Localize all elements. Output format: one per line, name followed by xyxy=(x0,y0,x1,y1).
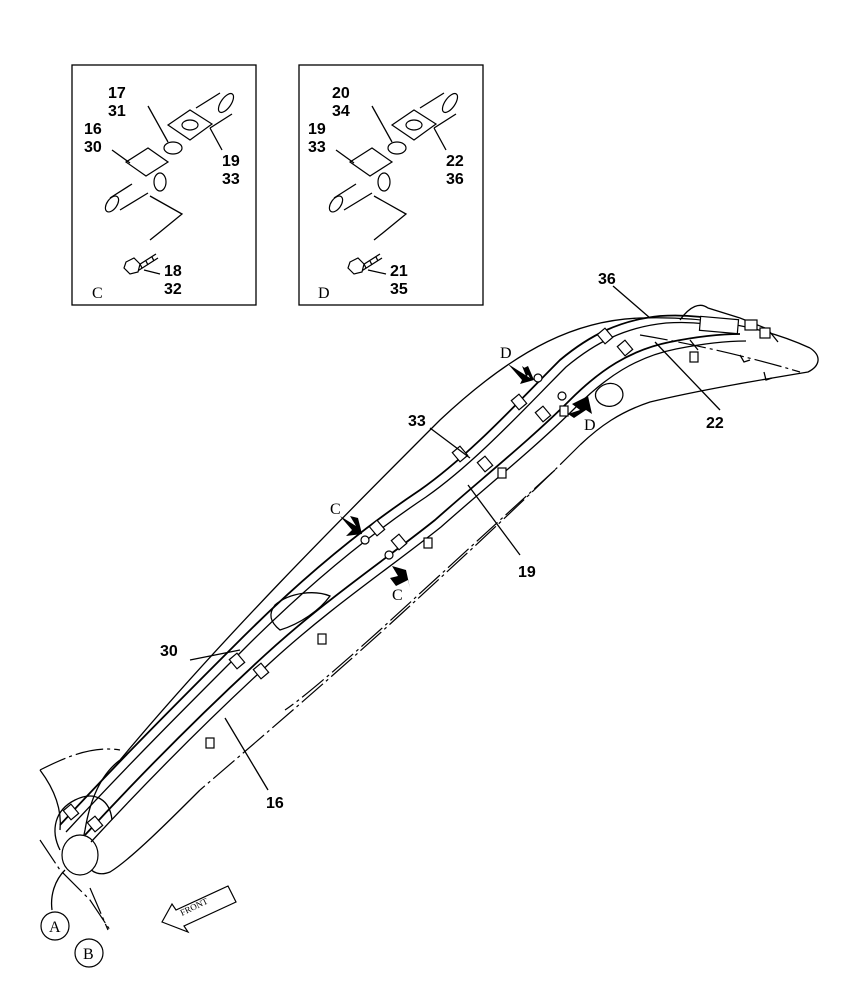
pipe-clamps xyxy=(62,327,699,833)
detail-c-panel: 17 31 16 30 19 33 18 32 C xyxy=(71,64,257,306)
joint-c-lower xyxy=(384,550,394,560)
o-ring xyxy=(387,141,407,155)
boom-boss-hole xyxy=(594,382,624,407)
label-32: 32 xyxy=(164,281,182,298)
label-30: 30 xyxy=(84,139,102,156)
detail-d-frame xyxy=(298,64,484,306)
detail-c-frame xyxy=(71,64,257,306)
boom-foot-pin xyxy=(61,834,99,876)
label-35: 35 xyxy=(390,281,408,298)
arrow-c-lower xyxy=(390,566,410,588)
pipe-30 xyxy=(59,314,731,826)
boom-bottom-edge xyxy=(199,444,581,791)
connection-a-label: A xyxy=(49,919,61,936)
front-direction-arrow: FRONT xyxy=(161,885,237,934)
callout-22: 22 xyxy=(706,415,724,432)
detail-d-letter: D xyxy=(318,285,330,302)
pipe-16 xyxy=(84,333,741,836)
callout-19: 19 xyxy=(518,564,536,581)
bolt-head xyxy=(123,257,141,275)
view-mark-c-upper: C xyxy=(330,501,341,518)
connection-a xyxy=(40,911,70,941)
connection-b xyxy=(74,938,104,968)
view-mark-c-lower: C xyxy=(392,587,403,604)
connection-b-label: B xyxy=(83,946,94,963)
o-ring xyxy=(163,141,183,155)
detail-d-panel: 20 34 19 33 22 36 21 35 D xyxy=(298,64,484,306)
label-16: 16 xyxy=(84,121,102,138)
label-17: 17 xyxy=(108,85,126,102)
flange-left xyxy=(348,147,394,177)
label-19: 19 xyxy=(308,121,326,138)
callout-30: 30 xyxy=(160,643,178,660)
label-33: 33 xyxy=(308,139,326,156)
label-19: 19 xyxy=(222,153,240,170)
label-31: 31 xyxy=(108,103,126,120)
view-mark-d-lower: D xyxy=(584,417,596,434)
arrow-d-lower xyxy=(568,396,592,418)
label-18: 18 xyxy=(164,263,182,280)
label-21: 21 xyxy=(390,263,408,280)
arrow-c-upper xyxy=(340,516,362,536)
bolt-head xyxy=(347,257,365,275)
view-mark-d-upper: D xyxy=(500,345,512,362)
head-fitting xyxy=(698,315,740,335)
label-33: 33 xyxy=(222,171,240,188)
boom-assembly: 36 22 33 19 30 16 D D C C A B FRONT xyxy=(39,271,819,968)
detail-c-letter: C xyxy=(92,285,103,302)
joint-c-upper xyxy=(360,535,370,545)
label-22: 22 xyxy=(446,153,464,170)
label-34: 34 xyxy=(332,103,350,120)
joint-d-upper xyxy=(533,373,543,383)
callout-16: 16 xyxy=(266,795,284,812)
callout-33: 33 xyxy=(408,413,426,430)
joint-d-lower xyxy=(557,391,567,401)
label-20: 20 xyxy=(332,85,350,102)
callout-36: 36 xyxy=(598,271,616,288)
label-36: 36 xyxy=(446,171,464,188)
flange-left xyxy=(124,147,170,177)
